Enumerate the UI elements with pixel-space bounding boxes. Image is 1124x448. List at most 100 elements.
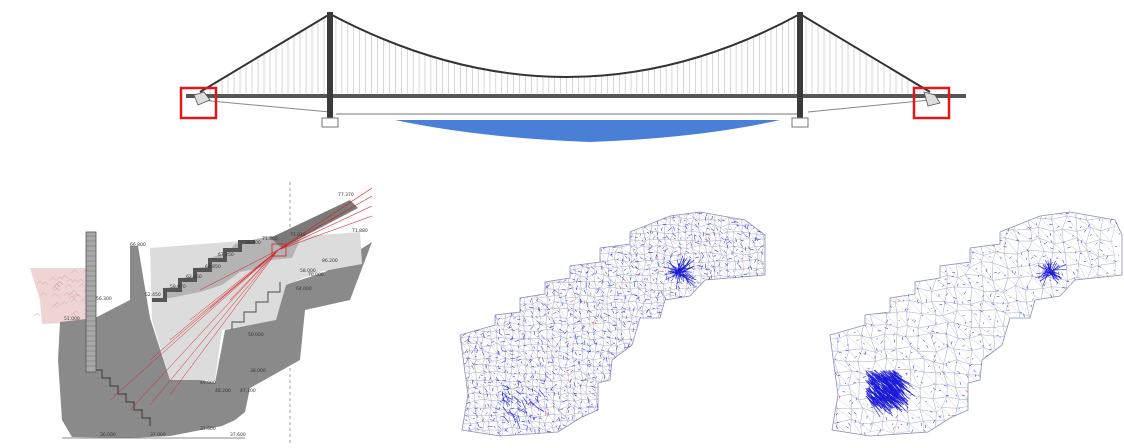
displacement-vector	[758, 405, 763, 407]
displacement-vector	[522, 441, 524, 445]
displacement-vector	[677, 228, 681, 231]
mesh-element	[634, 216, 644, 228]
fe-mesh-vector-plot-1	[459, 204, 766, 445]
displacement-vector	[947, 309, 949, 312]
displacement-vector	[546, 292, 549, 297]
displacement-vector	[491, 340, 495, 343]
mesh-element	[529, 252, 541, 263]
displacement-vector	[496, 394, 498, 398]
displacement-vector	[559, 338, 562, 342]
anchor-strand	[199, 249, 279, 291]
displacement-vector	[565, 294, 567, 297]
mesh-element	[621, 405, 633, 415]
soil-hatch-mark	[40, 292, 47, 296]
displacement-vector	[853, 382, 856, 384]
displacement-vector	[737, 322, 740, 326]
mesh-element	[586, 207, 596, 211]
mesh-element	[504, 212, 513, 222]
displacement-vector	[664, 209, 668, 210]
mesh-element	[1073, 286, 1091, 301]
mesh-element	[643, 398, 650, 408]
displacement-vector	[611, 308, 613, 310]
displacement-vector	[1003, 246, 1007, 248]
displacement-vector	[597, 232, 600, 234]
displacement-vector	[729, 393, 731, 397]
displacement-vector	[673, 337, 676, 340]
displacement-vector	[566, 268, 569, 271]
displacement-vector	[461, 320, 465, 323]
displacement-vector	[626, 405, 628, 409]
displacement-vector	[736, 348, 741, 351]
mesh-element	[672, 315, 679, 326]
vector-concentration	[506, 385, 510, 390]
displacement-vector	[612, 382, 614, 385]
displacement-vector	[569, 429, 574, 431]
displacement-vector	[502, 294, 505, 299]
displacement-vector	[625, 284, 628, 288]
displacement-vector	[648, 417, 651, 419]
displacement-vector	[977, 231, 979, 234]
displacement-vector	[504, 428, 508, 433]
displacement-vector	[675, 357, 680, 360]
displacement-vector	[696, 281, 700, 284]
mesh-element	[655, 212, 667, 215]
displacement-vector	[676, 366, 680, 369]
mesh-element	[711, 318, 723, 326]
displacement-vector	[617, 294, 620, 297]
displacement-vector	[865, 324, 867, 327]
displacement-vector	[1072, 374, 1076, 377]
mesh-element	[574, 246, 582, 256]
displacement-vector	[609, 425, 612, 429]
displacement-vector	[661, 430, 664, 434]
mesh-element	[711, 310, 724, 319]
displacement-vector	[464, 278, 467, 283]
displacement-vector	[1107, 229, 1110, 232]
displacement-vector	[579, 208, 581, 210]
mesh-element	[977, 212, 995, 218]
displacement-vector	[950, 341, 953, 345]
displacement-vector	[578, 310, 582, 315]
displacement-vector	[615, 311, 619, 314]
mesh-element	[756, 419, 765, 430]
displacement-vector	[750, 419, 754, 424]
displacement-vector	[619, 318, 621, 322]
displacement-vector	[481, 286, 485, 290]
displacement-vector	[525, 251, 528, 256]
mesh-element	[726, 204, 736, 210]
displacement-vector	[538, 323, 543, 326]
displacement-vector	[589, 416, 594, 418]
displacement-vector	[542, 233, 545, 236]
mesh-element	[607, 423, 618, 431]
displacement-vector	[473, 266, 476, 268]
mesh-element	[628, 358, 639, 366]
mesh-element	[516, 223, 528, 234]
mesh-element	[628, 380, 639, 389]
mesh-element	[461, 212, 471, 221]
mesh-element	[579, 212, 587, 214]
mesh-element	[586, 217, 596, 228]
mesh-element	[1074, 309, 1093, 328]
mesh-element	[1040, 299, 1055, 317]
mesh-element	[911, 252, 921, 268]
displacement-vector	[944, 301, 947, 305]
displacement-vector	[593, 394, 596, 397]
displacement-vector	[1110, 284, 1114, 287]
displacement-vector	[1106, 271, 1108, 275]
mesh-element	[747, 421, 758, 430]
displacement-vector	[555, 342, 559, 347]
displacement-vector	[654, 440, 656, 441]
displacement-vector	[941, 284, 945, 287]
soil-hatch-mark	[55, 280, 63, 285]
mesh-element	[658, 352, 666, 361]
mesh-element	[1063, 357, 1079, 374]
mesh-element	[497, 280, 506, 290]
mesh-element	[491, 273, 499, 285]
displacement-vector	[478, 245, 482, 249]
mesh-element	[719, 330, 729, 338]
displacement-vector	[1111, 346, 1114, 348]
mesh-element	[662, 357, 673, 368]
mesh-element	[726, 359, 736, 369]
displacement-vector	[480, 332, 484, 336]
displacement-vector	[569, 214, 571, 216]
